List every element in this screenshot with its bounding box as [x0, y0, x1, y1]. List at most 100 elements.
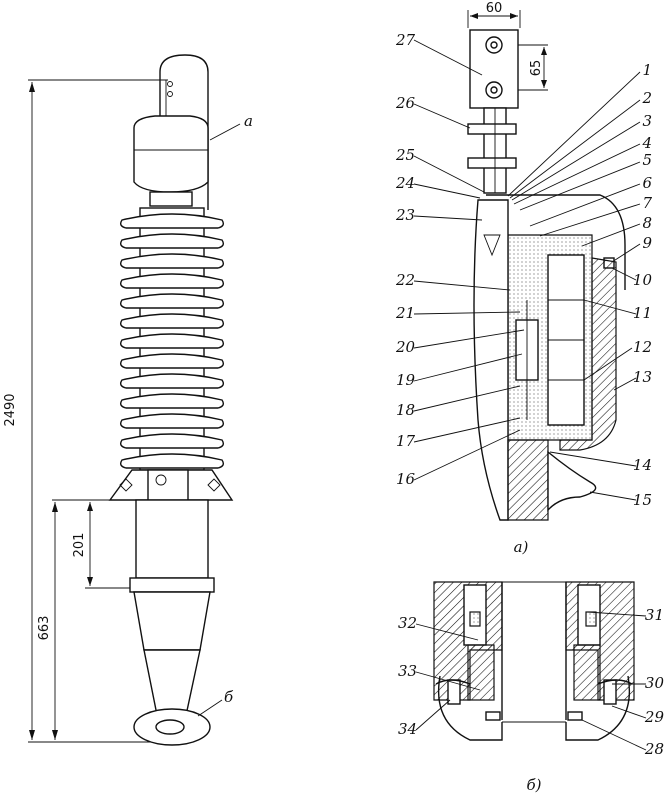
callout-leader-line [413, 280, 511, 291]
lower-segment-dimension: 201 [72, 502, 132, 589]
porcelain-shed [119, 213, 225, 229]
callout-number-19: 19 [396, 371, 416, 389]
housing-wall [559, 257, 617, 451]
callout-number-18: 18 [396, 401, 415, 419]
callout-leader-line [413, 155, 485, 193]
callout-number-13: 13 [633, 368, 652, 386]
callout-leader-line [511, 121, 641, 201]
callout-number-17: 17 [396, 432, 416, 450]
callout-number-34: 34 [398, 720, 417, 738]
callout-leader-line [611, 243, 641, 263]
callout-leader-line [413, 385, 521, 412]
lower-segment-label: 201 [72, 533, 87, 558]
lower-sleeve [135, 499, 209, 579]
callout-number-21: 21 [395, 304, 415, 322]
callout-number-30: 30 [645, 674, 665, 692]
porcelain-shed [119, 453, 225, 469]
callout-number-16: 16 [396, 470, 416, 488]
callout-leader-line [581, 719, 647, 751]
callout-number-9: 9 [642, 234, 652, 252]
callout-leader-line [539, 203, 641, 237]
view-label-detail-b: б) [526, 776, 541, 794]
callout-number-23: 23 [395, 206, 415, 224]
callout-leader-line [611, 267, 637, 281]
callout-number-6: 6 [642, 174, 652, 192]
dome-housing [486, 194, 626, 290]
callout-number-2: 2 [641, 89, 652, 107]
total-height-dimension: 2490 [3, 79, 168, 743]
callout-number-24: 24 [395, 174, 415, 192]
bushing-cap [133, 115, 209, 193]
callout-leader-line [529, 183, 641, 227]
callout-number-11: 11 [633, 304, 652, 322]
callout-leader-line [583, 299, 637, 315]
callout-leader-line [611, 705, 647, 719]
callout-leader-line [413, 329, 525, 349]
view-label-overall-top: а [244, 112, 253, 130]
callout-number-32: 32 [398, 614, 417, 632]
callout-number-12: 12 [633, 338, 652, 356]
hole-spacing-label: 65 [529, 60, 544, 77]
callout-number-7: 7 [642, 194, 652, 212]
callout-leader-line [413, 103, 471, 129]
callout-number-33: 33 [398, 662, 417, 680]
detail-b-section: б) 32 33 34 31 30 29 28 [398, 581, 665, 794]
overall-view: 2490 663 201 [3, 54, 253, 746]
callout-number-15: 15 [633, 491, 652, 509]
callout-leader-line [513, 143, 641, 205]
callout-number-3: 3 [642, 112, 652, 130]
porcelain-shed [119, 433, 225, 449]
callout-leader-line [413, 39, 483, 76]
callout-leader-line [413, 429, 521, 481]
porcelain-sheds [119, 207, 225, 471]
total-height-label: 2490 [3, 393, 18, 426]
terminal-width-label: 60 [486, 1, 503, 16]
detail-a-section: 60 65 а) [395, 1, 652, 556]
callout-leader-line [415, 699, 451, 731]
callout-number-29: 29 [644, 708, 665, 726]
callout-leader-line [589, 491, 637, 501]
callout-leader-line [413, 215, 483, 221]
callout-leader-line [413, 183, 481, 199]
porcelain-shed [119, 413, 225, 429]
porcelain-shed [119, 333, 225, 349]
callout-leader-line [415, 671, 481, 691]
view-label-overall-bottom: б [224, 688, 234, 706]
callout-number-22: 22 [395, 271, 415, 289]
callout-leader-line [507, 71, 641, 197]
callout-leader-line [519, 161, 641, 211]
callout-leader-line [613, 377, 637, 391]
callout-leader-line [413, 311, 521, 315]
callout-leader-line [413, 353, 523, 382]
callout-number-25: 25 [395, 146, 415, 164]
porcelain-shed [119, 273, 225, 289]
callouts-right-b: 31 30 29 28 [581, 606, 665, 758]
top-terminal-loop [159, 54, 209, 210]
callout-leader-line [509, 99, 641, 199]
callout-number-8: 8 [642, 214, 652, 232]
porcelain-shed [119, 313, 225, 329]
callout-number-1: 1 [642, 61, 652, 79]
porcelain-shed [119, 353, 225, 369]
callout-number-26: 26 [395, 94, 416, 112]
lower-height-label: 663 [37, 616, 52, 641]
callout-number-28: 28 [644, 740, 664, 758]
callout-leader-line [549, 451, 637, 467]
porcelain-shed [119, 233, 225, 249]
callout-number-14: 14 [633, 456, 652, 474]
callout-number-20: 20 [395, 338, 416, 356]
view-label-detail-a: а) [514, 538, 529, 556]
callout-number-5: 5 [642, 151, 652, 169]
callout-leader-line [581, 223, 641, 247]
callout-leader-line [587, 611, 647, 617]
callout-number-10: 10 [633, 271, 653, 289]
porcelain-shed [119, 293, 225, 309]
callout-leader-line [583, 347, 633, 381]
callout-number-31: 31 [645, 606, 664, 624]
callout-number-4: 4 [641, 134, 652, 152]
porcelain-shed [119, 393, 225, 409]
porcelain-shed [119, 373, 225, 389]
